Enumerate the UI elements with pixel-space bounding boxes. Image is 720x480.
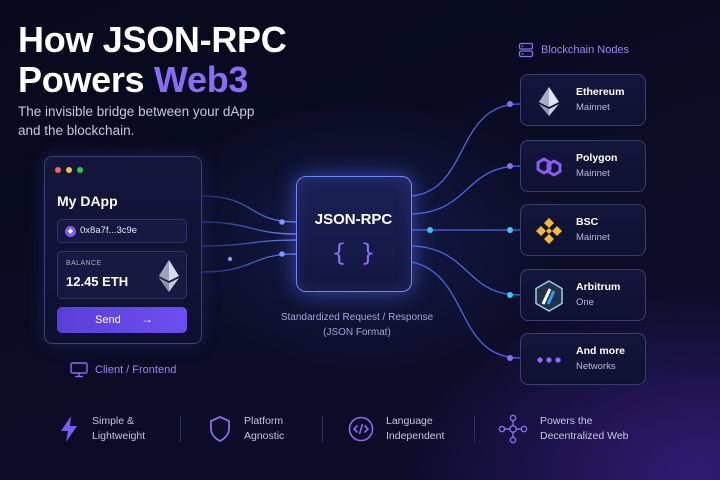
wire-dapp-3 [201,239,297,247]
client-caption-label: Client / Frontend [95,364,177,376]
dapp-window: My DApp ◆ 0x8a7f...3c9e BALANCE 12.45 ET… [44,156,202,344]
feature-decentralized: Powers the Decentralized Web [498,404,629,454]
page-subtitle: The invisible bridge between your dApp a… [18,104,255,138]
node-network: Mainnet [576,102,610,113]
window-minimize-dot[interactable] [66,167,72,173]
feature-line-1: Language [386,415,433,427]
node-network: Mainnet [576,232,610,243]
nodes-heading: Blockchain Nodes [518,42,629,58]
wire-dot [427,227,433,233]
window-close-dot[interactable] [55,167,61,173]
polygon-icon [536,157,562,177]
feature-line-1: Simple & [92,415,135,427]
feature-simple: Simple & Lightweight [58,404,145,454]
feature-text: Language Independent [386,414,444,444]
node-card-ethereum[interactable]: Ethereum Mainnet [520,74,646,126]
feature-platform: Platform Agnostic [208,404,284,454]
lightning-icon [61,416,77,442]
code-icon [348,416,374,442]
wire-node-ethereum [411,103,521,197]
send-button[interactable]: Send → [57,307,187,333]
feature-divider [474,416,475,442]
ethereum-icon [159,260,179,292]
node-name: Arbitrum [576,281,621,293]
ethereum-icon [539,87,559,116]
title-line-1: How JSON-RPC [18,19,287,60]
curly-braces-icon: { } [331,239,376,267]
shield-icon [210,416,230,442]
wire-dot [507,292,513,298]
feature-language: Language Independent [348,404,444,454]
page-title: How JSON-RPC Powers Web3 [18,19,287,100]
monitor-icon [70,362,88,378]
title-line-2: Powers Web3 [18,60,286,100]
arbitrum-icon [535,280,563,312]
wire-node-polygon [411,165,521,215]
node-card-more[interactable]: And more Networks [520,333,646,385]
window-maximize-dot[interactable] [77,167,83,173]
balance-value: 12.45 ETH [66,274,129,289]
balance-card: BALANCE 12.45 ETH [57,251,187,299]
feature-line-1: Powers the [540,415,593,427]
wire-dapp-2 [201,221,297,235]
node-name: Polygon [576,152,618,164]
node-card-arbitrum[interactable]: Arbitrum One [520,269,646,321]
dapp-title: My DApp [57,193,118,209]
more-dots-icon [537,357,561,363]
feature-text: Simple & Lightweight [92,414,145,444]
feature-divider [322,416,323,442]
node-network: Networks [576,361,616,372]
wire-dot [507,355,513,361]
caption-line-1: Standardized Request / Response [280,312,434,323]
json-rpc-box: JSON-RPC { } [296,176,412,292]
wire-node-arbitrum [411,245,521,296]
nodes-heading-label: Blockchain Nodes [541,44,630,56]
arrow-right-icon: → [141,312,153,326]
feature-text: Platform Agnostic [244,414,284,444]
wire-dapp-1 [201,195,297,223]
title-prefix: Powers [18,59,154,100]
node-card-polygon[interactable]: Polygon Mainnet [520,140,646,192]
node-name: And more [576,345,626,357]
wire-node-more [411,261,521,359]
feature-line-2: Decentralized Web [540,430,629,442]
window-controls [55,167,83,173]
title-accent: Web3 [153,59,249,100]
node-name: BSC [576,216,599,228]
wallet-icon: ◆ [65,226,76,237]
json-rpc-title: JSON-RPC [314,211,393,228]
wire-dot [279,251,285,257]
node-network: One [576,297,594,308]
wire-dot [227,256,233,262]
node-card-bsc[interactable]: BSC Mainnet [520,204,646,256]
wire-dot [507,101,513,107]
client-caption: Client / Frontend [70,362,176,378]
wallet-address-field[interactable]: ◆ 0x8a7f...3c9e [57,219,187,243]
node-network: Mainnet [576,168,610,179]
caption-line-2: (JSON Format) [323,327,391,338]
feature-divider [180,416,181,442]
balance-label: BALANCE [66,260,102,267]
feature-line-2: Lightweight [92,430,146,442]
wallet-address-text: 0x8a7f...3c9e [80,225,138,236]
feature-text: Powers the Decentralized Web [540,414,629,444]
feature-line-2: Agnostic [244,430,285,442]
wire-dot [507,163,513,169]
server-icon [518,42,534,58]
network-icon [498,414,528,444]
json-rpc-caption: Standardized Request / Response (JSON Fo… [262,310,452,340]
wire-dot [279,219,285,225]
feature-line-1: Platform [244,415,284,427]
wire-dot [507,227,513,233]
send-button-label: Send [95,314,121,326]
node-name: Ethereum [576,86,625,98]
feature-line-2: Independent [386,430,445,442]
features-bar: Simple & Lightweight Platform Agnostic L… [0,404,720,454]
bnb-icon [536,218,562,244]
